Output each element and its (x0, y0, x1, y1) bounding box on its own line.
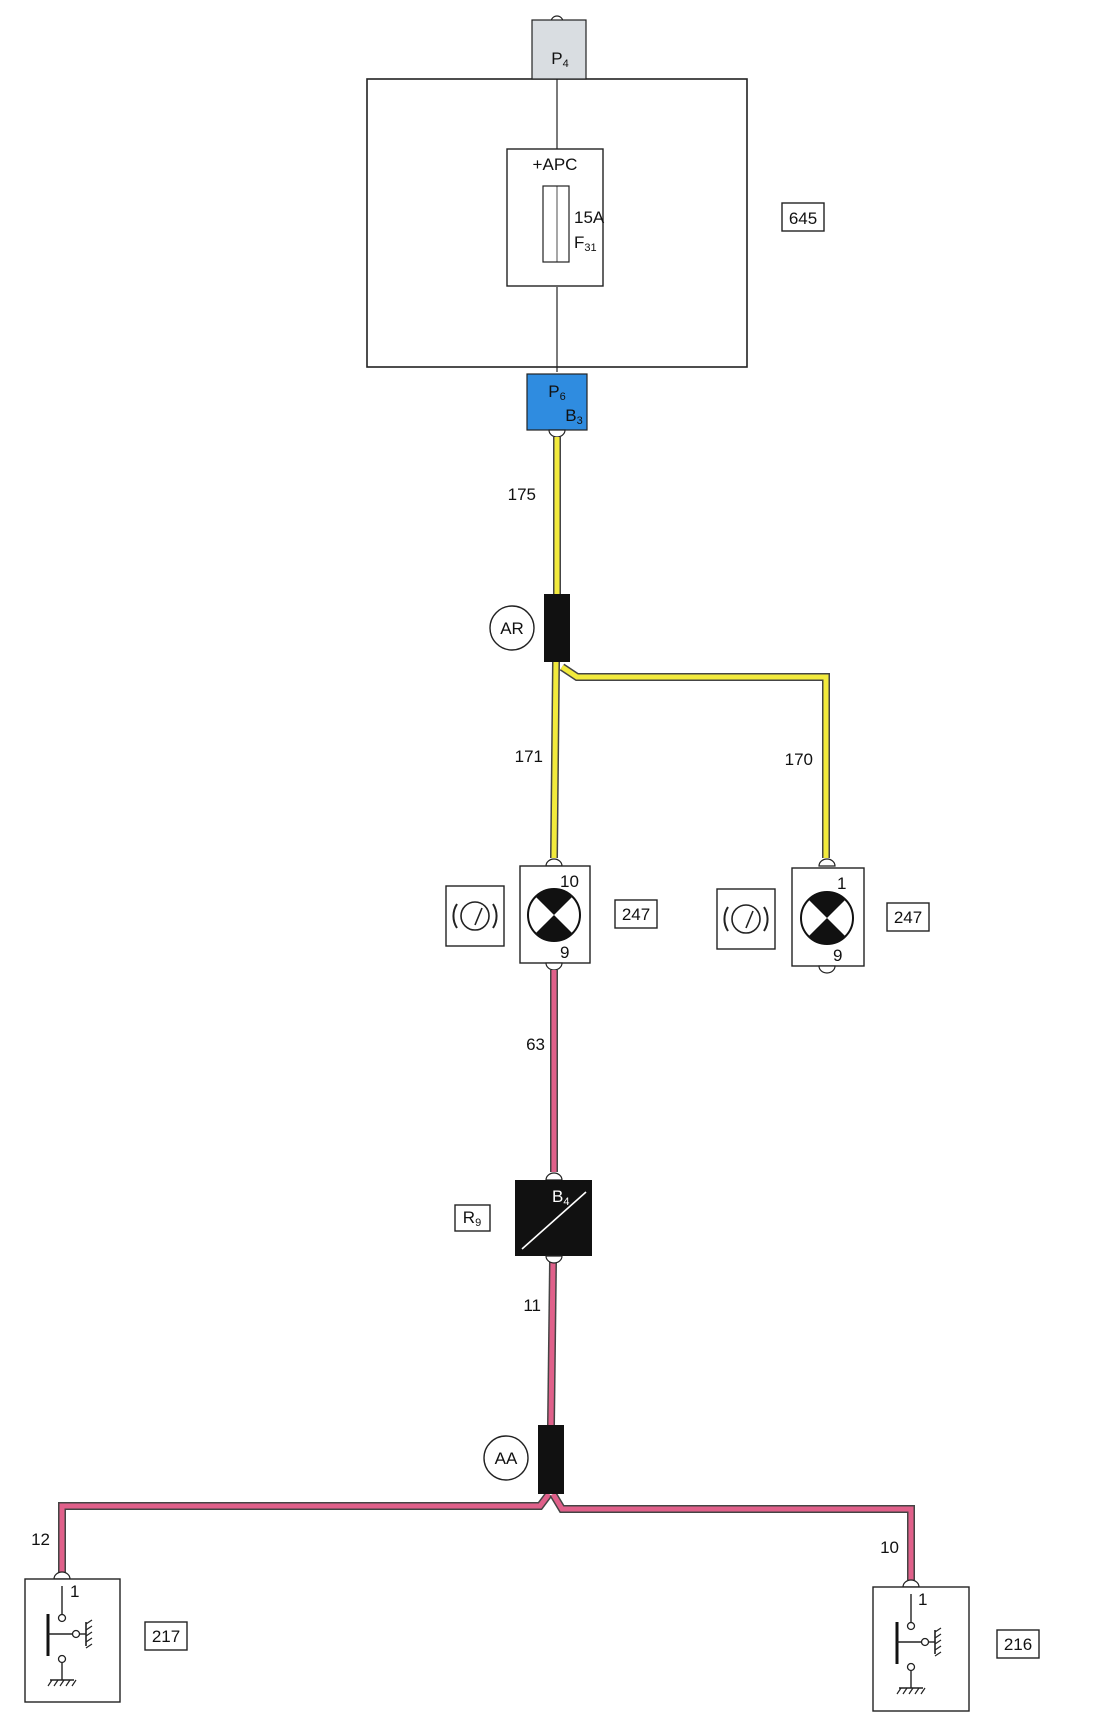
switch-216-pin (902, 1579, 920, 1588)
wire-label-175: 175 (508, 485, 536, 504)
splice-ar[interactable]: AR (489, 594, 570, 662)
wire-170[interactable] (560, 664, 829, 858)
splice-aa-tag: AA (495, 1449, 518, 1468)
connector-p6[interactable]: P6 B3 (526, 373, 588, 438)
fuse-rating: 15A (574, 208, 605, 227)
connector-p4[interactable]: P4 (531, 15, 587, 80)
brake-warning-icon-right (731, 904, 761, 934)
switch-217-housing (24, 1578, 121, 1703)
switch-216-chassis-ground-icon (896, 1687, 926, 1695)
brake-warning-arc-right (492, 903, 498, 929)
splice-aa-block (538, 1425, 564, 1494)
wire-171[interactable] (551, 661, 559, 859)
relay-top-pin (545, 1172, 563, 1181)
brake-warning-arc-left (452, 903, 458, 929)
connector-p6-body (526, 373, 588, 431)
switch-216-pin-label: 1 (918, 1590, 927, 1609)
brake-warning-arc-left-right (723, 906, 729, 932)
relay-pin-label: B4 (552, 1187, 569, 1208)
brake-warning-frame-right (716, 888, 776, 950)
lamp-247-left[interactable]: 10 9 (519, 858, 591, 971)
lamp-right-tag-box (886, 902, 930, 932)
lamp-left-top-pin (545, 858, 563, 867)
relay-bottom-pin (545, 1255, 563, 1264)
switch-216-tag: 216 (1004, 1635, 1032, 1654)
fuse-id-label: F31 (574, 233, 597, 254)
wire-label-63: 63 (526, 1035, 545, 1054)
wire-label-170: 170 (785, 750, 813, 769)
splice-aa-tag-circle (483, 1435, 529, 1481)
relay-tag-box (454, 1204, 491, 1232)
lamp-right-pin-bottom-label: 9 (833, 946, 842, 965)
splice-aa[interactable]: AA (483, 1425, 564, 1494)
fuse-supply-label: +APC (533, 155, 578, 174)
lamp-left-bulb-fill-bottom (535, 915, 573, 942)
wire-label-12: 12 (31, 1530, 50, 1549)
relay-tag: R9 (463, 1208, 481, 1229)
brake-warning-icon (460, 901, 490, 931)
connector-p4-body (531, 19, 587, 80)
connector-p6-label: P6 (548, 382, 565, 403)
switch-217[interactable]: 1 (24, 1571, 121, 1703)
switch-217-pin (53, 1571, 71, 1580)
splice-ar-tag: AR (500, 619, 524, 638)
lamp-right-bulb-fill-top (808, 891, 846, 918)
wire-11[interactable] (548, 1261, 556, 1426)
wire-label-11: 11 (523, 1296, 541, 1315)
lamp-left-pin-top-label: 10 (560, 872, 579, 891)
lamp-left-tag-box (614, 899, 658, 929)
switch-216-contact-bottom (906, 1662, 916, 1672)
lamp-left-tag: 247 (622, 905, 650, 924)
lamp-right-symbol (716, 888, 776, 950)
lamp-left-pin-bottom-label: 9 (560, 943, 569, 962)
lamp-left-symbol (445, 885, 505, 947)
wire-10[interactable] (550, 1492, 914, 1580)
switch-216[interactable]: 1 (872, 1579, 970, 1712)
switch-216-contact-top (906, 1621, 916, 1631)
brake-warning-needle-right (745, 910, 754, 929)
switch-217-chassis-ground-icon (47, 1679, 77, 1687)
wire-label-10: 10 (880, 1538, 899, 1557)
fuse-element (542, 185, 570, 263)
lamp-left-bulb-fill-top (535, 888, 573, 915)
connector-p6-pin (548, 429, 566, 438)
pink-circuit: 63 11 12 10 (31, 970, 915, 1580)
switch-216-ground-icon (934, 1627, 942, 1657)
wire-label-171: 171 (515, 747, 543, 766)
brake-warning-needle (474, 907, 483, 926)
switch-216-contact-mid (920, 1637, 930, 1647)
lamp-left-bottom-pin (545, 962, 563, 971)
connector-p6-pin-label: B3 (565, 406, 582, 427)
lamp-right-bottom-pin (818, 965, 836, 974)
brake-warning-frame (445, 885, 505, 947)
fuse-box-tag: 645 (789, 209, 817, 228)
switch-217-tag-box (144, 1621, 188, 1651)
fuse-box-tag-box (781, 202, 825, 232)
lamp-right-top-pin (818, 858, 836, 867)
brake-warning-arc-right-right (763, 906, 769, 932)
switch-217-contact-bottom (57, 1654, 67, 1664)
switch-216-tag-box (996, 1629, 1040, 1659)
switch-216-housing (872, 1586, 970, 1712)
yellow-circuit: 175 171 170 (508, 437, 830, 859)
relay-diagonal (521, 1191, 587, 1250)
lamp-right-tag: 247 (894, 908, 922, 927)
lamp-247-right[interactable]: 1 9 (791, 858, 865, 974)
fuse-f31[interactable]: +APC 15A F31 (506, 148, 605, 287)
relay-r9[interactable]: B4 (515, 1172, 592, 1264)
switch-217-contact-top (57, 1613, 67, 1623)
splice-ar-block (544, 594, 570, 662)
splice-ar-tag-circle (489, 605, 535, 651)
wire-12[interactable] (59, 1492, 551, 1573)
lamp-right-pin-top-label: 1 (837, 874, 846, 893)
fuse-box-645: P4 +APC 15A F31 645 P6 B3 (366, 15, 825, 438)
switch-217-pin-label: 1 (70, 1582, 79, 1601)
switch-217-contact-mid (71, 1629, 81, 1639)
lamp-right-bulb-fill-bottom (808, 918, 846, 945)
switch-217-ground-icon (85, 1619, 93, 1649)
switch-217-tag: 217 (152, 1627, 180, 1646)
connector-p4-label: P4 (551, 49, 568, 70)
